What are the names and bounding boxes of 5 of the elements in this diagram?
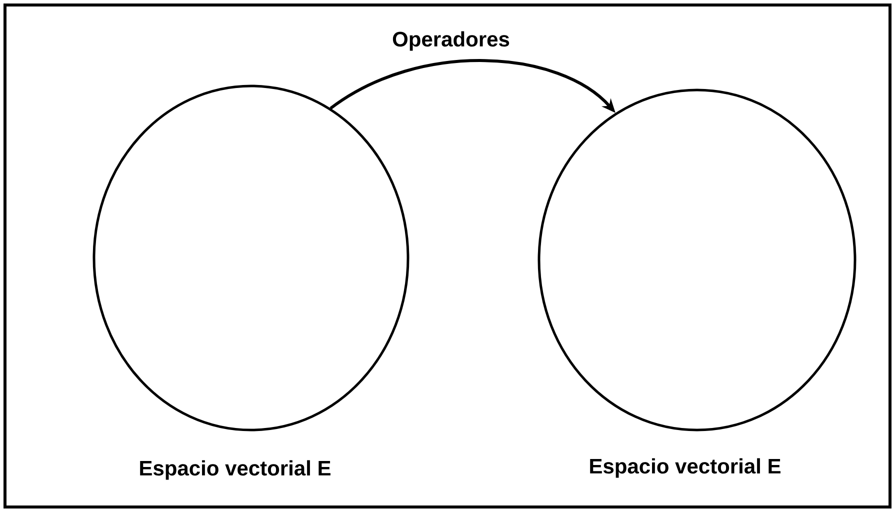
ellipse (92, 84, 410, 432)
space-label: Espacio vectorial E (590, 458, 780, 478)
ellipse (538, 88, 856, 432)
space-label: Espacio vectorial E (140, 460, 330, 480)
edge-label: Operadores (391, 30, 511, 52)
